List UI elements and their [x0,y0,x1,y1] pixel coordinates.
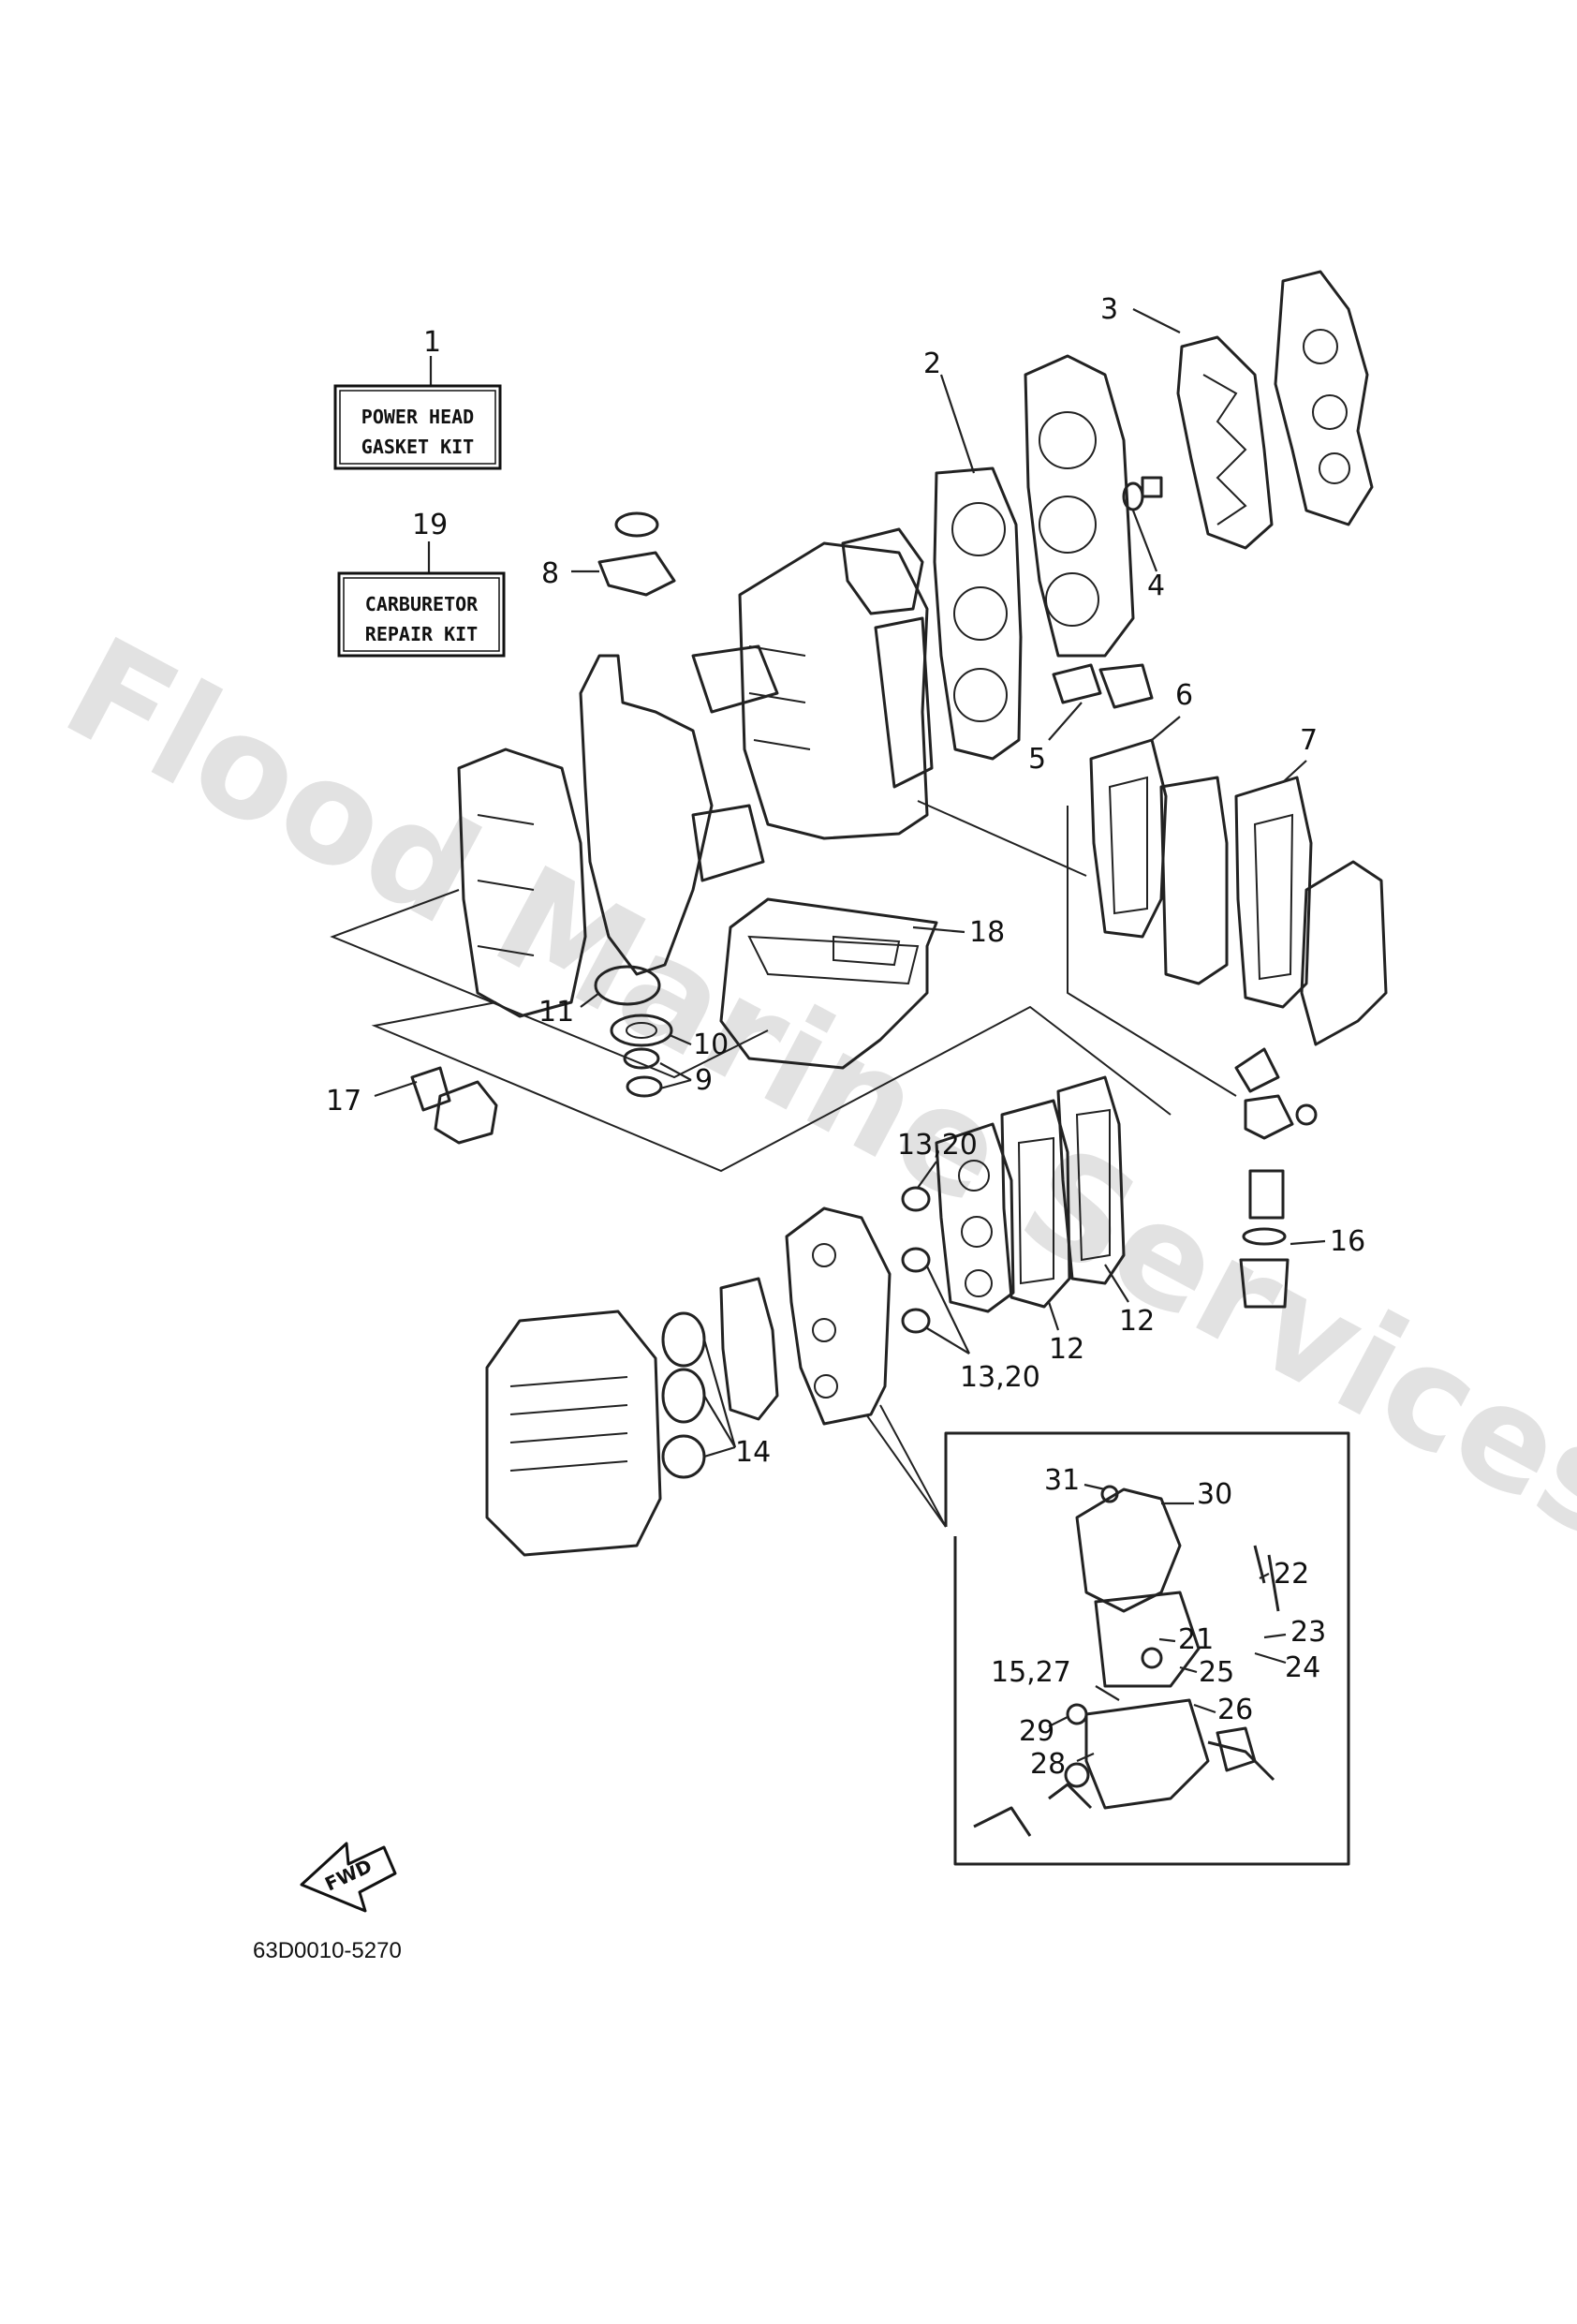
silencer-cover [485,1310,662,1557]
callout-3: 3 [1100,293,1118,326]
cylinder-head-gasket [933,466,1023,761]
power-head-gasket-kit: 1 POWER HEAD GASKET KIT [333,326,502,470]
intake-manifold [785,1206,892,1426]
carburetor-detail-box [944,1431,1350,1866]
guide-line-block [917,800,1087,877]
kit-label-line1: CARBURETOR [365,593,479,615]
callout-23: 23 [1290,1616,1326,1649]
anode-gasket-5 [1048,663,1154,741]
reed-valve-plate [935,1122,1015,1313]
bolt-and-washer-4 [1122,476,1163,572]
callout-25: 25 [1199,1656,1234,1689]
leader-7 [1282,760,1307,783]
fuel-filter-16 [1234,1047,1326,1309]
leader-2 [939,374,976,474]
callout-31: 31 [1044,1464,1080,1497]
manifold-gasket [719,1277,779,1421]
callout-8: 8 [541,557,559,590]
callout-17: 17 [326,1085,361,1118]
guide-line-carburetor [865,1414,947,1528]
crankshaft [579,644,779,976]
callout-9: 9 [695,1064,713,1097]
diagram-part-code: 63D0010-5270 [253,1938,402,1963]
callout-22: 22 [1274,1558,1309,1591]
fwd-arrow-icon: FWD [300,1842,397,1913]
callout-7: 7 [1300,724,1318,757]
clips-13-20 [901,1161,970,1354]
callout-10: 10 [693,1029,729,1061]
exhaust-gasket-6 [1089,738,1168,939]
callout-11: 11 [538,996,574,1029]
callout-28: 28 [1030,1748,1066,1781]
guide-line-left-lower [371,1001,1172,1173]
exhaust-plate [1159,776,1229,985]
intake-gasket-12a [1056,1075,1126,1285]
cylinder-block [738,527,934,840]
collar-9 [623,1047,692,1098]
callout-6: 6 [1175,679,1193,712]
leader-3 [1132,308,1181,333]
cover-17 [374,1066,498,1145]
callout-15-27: 15,27 [991,1656,1071,1689]
callout-13-20-bottom: 13,20 [960,1361,1040,1394]
callout-13-20-top: 13,20 [897,1129,978,1162]
callout-2: 2 [923,348,941,380]
oil-seal-housing [719,897,938,1070]
guide-line-carburetor-2 [879,1404,947,1528]
carburetor-repair-kit: 19 CARBURETOR REPAIR KIT [337,509,506,658]
cylinder-head [1024,354,1135,658]
callout-12b: 12 [1049,1333,1084,1366]
callout-30: 30 [1197,1478,1232,1511]
kit-label-line1: POWER HEAD [361,406,474,428]
carburetor-gaskets-14 [661,1311,737,1479]
exhaust-outer-plate [1300,860,1388,1046]
callout-29: 29 [1019,1715,1054,1748]
oil-seal-10 [610,1014,692,1047]
callout-1: 1 [423,326,441,359]
callout-21: 21 [1178,1623,1214,1656]
kit-label-line2: GASKET KIT [361,436,474,458]
thermostat-cover-gasket [571,511,676,597]
callout-24: 24 [1285,1651,1320,1684]
callout-26: 26 [1217,1694,1253,1726]
exhaust-outer-cover [1274,270,1374,526]
callout-19: 19 [412,509,448,541]
guide-line-right [1067,806,1237,1097]
guide-line-left-upper [330,889,769,1079]
watermark: Flood Marine Services [40,607,1577,1573]
crankcase [457,748,587,1018]
callout-4: 4 [1147,570,1165,602]
callout-18: 18 [969,916,1005,949]
callout-5: 5 [1028,743,1046,776]
intake-gasket-12b [1000,1099,1071,1309]
exhaust-gasket-7 [1234,776,1313,1009]
callout-12a: 12 [1119,1305,1155,1338]
leader-18 [912,925,965,934]
callout-16: 16 [1330,1225,1365,1258]
kit-label-line2: REPAIR KIT [365,623,478,645]
callout-14: 14 [735,1436,771,1469]
o-ring-11 [594,965,661,1006]
exhaust-inner-cover-gasket [1176,335,1274,550]
leader-6 [1151,716,1181,741]
